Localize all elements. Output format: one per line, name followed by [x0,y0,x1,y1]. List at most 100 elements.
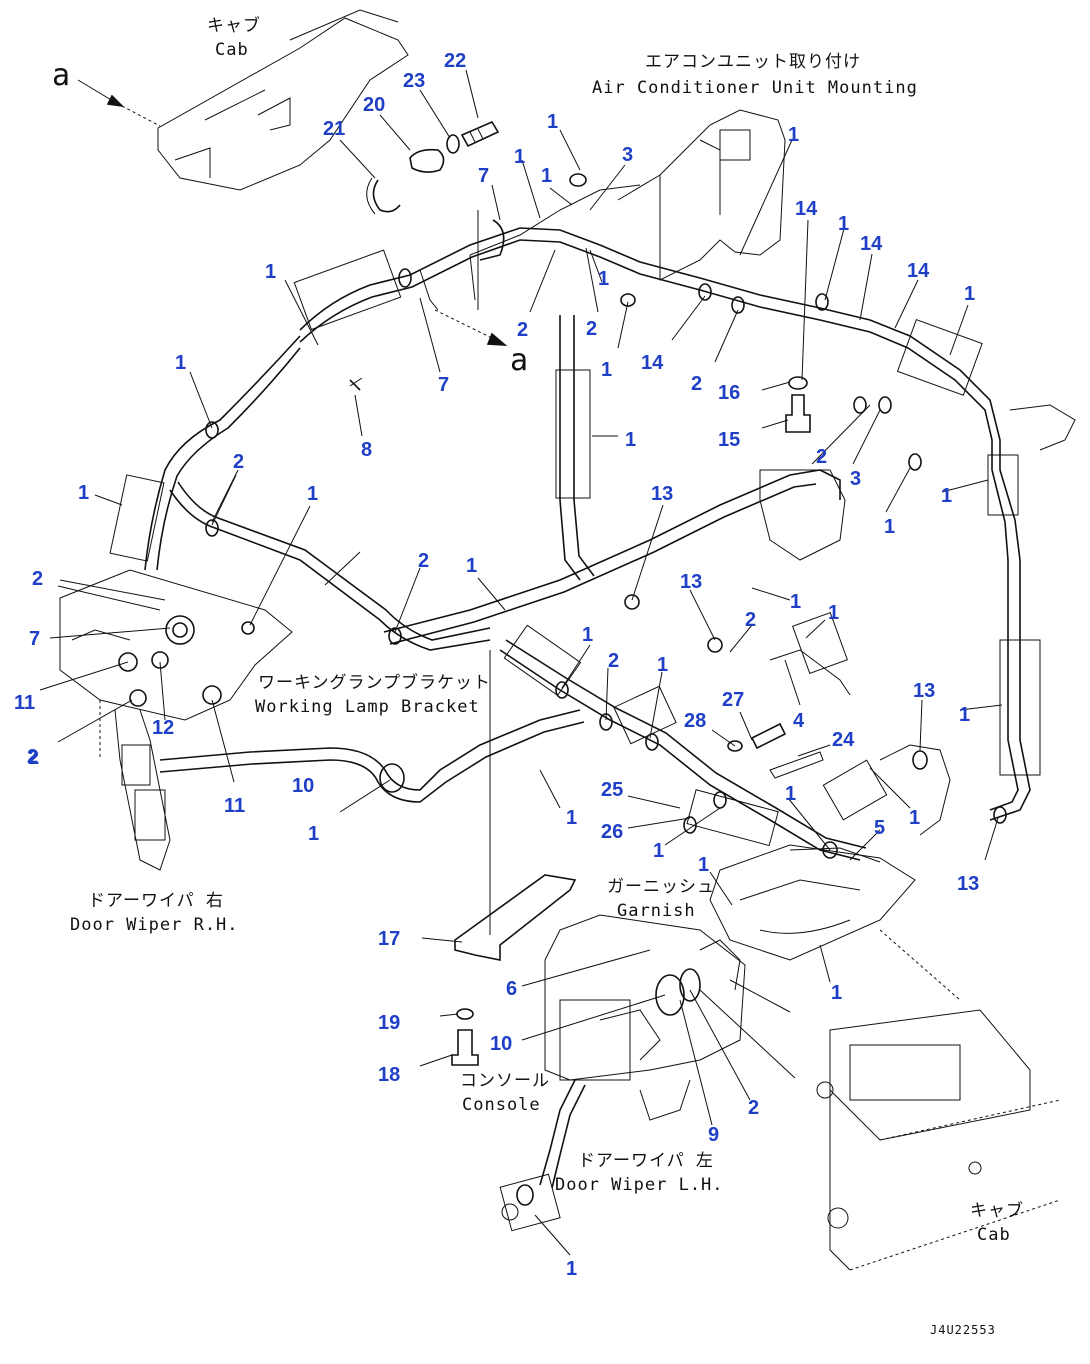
part-callout[interactable]: 13 [957,873,979,895]
part-callout[interactable]: 14 [860,233,883,255]
part-callout[interactable]: 2 [418,550,429,572]
garnish-plate [709,844,916,961]
label-console-jp: コンソール [460,1071,550,1091]
part-callout[interactable]: 7 [478,165,489,187]
part-callout[interactable]: 1 [566,807,577,829]
part-callout[interactable]: 6 [506,978,517,1000]
part-callout[interactable]: 1 [959,704,970,726]
part-callout[interactable]: 4 [793,710,805,732]
part-callout[interactable]: 1 [625,429,636,451]
part-callout[interactable]: 1 [828,602,839,624]
bolt-18-19 [451,1008,479,1066]
part-callout[interactable]: 11 [224,795,245,817]
part-callout[interactable]: 21 [323,118,345,140]
part-callout[interactable]: 1 [831,982,842,1004]
part-callout[interactable]: 2 [745,609,756,631]
part-callout[interactable]: 8 [361,439,372,461]
part-callout[interactable]: 1 [790,591,801,613]
part-callout[interactable]: 9 [708,1124,719,1146]
part-callout[interactable]: 1 [653,840,664,862]
part-callout[interactable]: 22 [444,50,466,72]
part-callout[interactable]: 1 [175,352,186,374]
part-callout[interactable]: 1 [601,359,612,381]
view-arrow-a-top [77,79,161,127]
part-callout[interactable]: 1 [884,516,895,538]
part-callout[interactable]: 10 [490,1033,512,1055]
part-callout[interactable]: 1 [566,1258,577,1280]
part-callout[interactable]: 1 [78,482,89,504]
part-callout[interactable]: 12 [152,717,174,739]
part-callout[interactable]: 1 [941,485,952,507]
part-callout[interactable]: 2 [691,373,702,395]
part-callout[interactable]: 1 [788,124,799,146]
label-cab-top-en: Cab [215,40,249,60]
part-callout[interactable]: 10 [292,775,314,797]
part-callout[interactable]: 1 [307,483,318,505]
part-callout[interactable]: 26 [601,821,623,843]
part-callout[interactable]: 2 [586,318,597,340]
part-callout[interactable]: 11 [14,692,35,714]
part-callout[interactable]: 2 [28,747,39,769]
part-callout[interactable]: 14 [641,352,664,374]
label-working-lamp-bracket-jp: ワーキングランプブラケット [258,672,491,693]
part-callout[interactable]: 3 [850,468,861,490]
part-callout[interactable]: 1 [964,283,975,305]
harness-right-side [822,319,1076,836]
part-callout[interactable]: 7 [29,628,40,650]
part-callout[interactable]: 16 [718,382,740,404]
part-callout[interactable]: 27 [722,689,744,711]
part-callout[interactable]: 2 [748,1097,759,1119]
part-callout[interactable]: 2 [816,446,827,468]
part-callout[interactable]: 25 [601,779,623,801]
part-callout[interactable]: 2 [608,650,619,672]
part-callout[interactable]: 2 [233,451,244,473]
bolt-27-28 [727,722,824,779]
part-callout[interactable]: 1 [514,146,525,168]
part-callout[interactable]: 7 [438,374,449,396]
label-garnish-jp: ガーニッシュ [607,877,715,897]
part-callout[interactable]: 15 [718,429,740,451]
part-callout[interactable]: 20 [363,94,385,116]
part-callout[interactable]: 1 [265,261,276,283]
harness-door-wiper-lh [499,1079,691,1232]
bracket-17 [454,210,577,961]
part-callout[interactable]: 28 [684,710,706,732]
drawing-id: J4U22553 [930,1323,996,1337]
part-callout[interactable]: 1 [541,165,552,187]
part-callout[interactable]: 1 [698,854,709,876]
part-callout[interactable]: 2 [517,319,528,341]
part-callout[interactable]: 1 [598,268,609,290]
part-callout[interactable]: 1 [582,624,593,646]
part-callout[interactable]: 1 [657,654,668,676]
part-callout[interactable]: 13 [913,680,935,702]
label-door-wiper-lh-jp: ドアーワイパ 左 [578,1151,714,1171]
part-callout[interactable]: 14 [907,260,930,282]
part-callout[interactable]: 1 [466,555,477,577]
part-callout[interactable]: 18 [378,1064,400,1086]
part-callout[interactable]: 2 [27,746,38,768]
part-callout[interactable]: 5 [874,817,885,839]
label-garnish-en: Garnish [617,901,696,921]
part-callout[interactable]: 3 [622,144,633,166]
bolt-15-16 [785,376,811,433]
leader-lines [39,69,1003,1256]
part-callout[interactable]: 1 [785,783,796,805]
label-working-lamp-bracket-en: Working Lamp Bracket [255,697,480,717]
part-callout[interactable]: 14 [795,198,818,220]
part-callout[interactable]: 1 [547,111,558,133]
label-door-wiper-rh-jp: ドアーワイパ 右 [88,891,224,911]
part-callout[interactable]: 23 [403,70,425,92]
part-callout[interactable]: 2 [32,568,43,590]
part-callout[interactable]: 24 [832,729,855,751]
view-label-a-top: a [52,58,71,93]
console-body [544,914,746,1081]
part-callout[interactable]: 1 [909,807,920,829]
part-callout[interactable]: 19 [378,1012,400,1034]
part-callout[interactable]: 13 [680,571,702,593]
part-callout[interactable]: 1 [308,823,319,845]
part-callout[interactable]: 1 [838,213,849,235]
part-callout[interactable]: 17 [378,928,400,950]
part-callout[interactable]: 13 [651,483,673,505]
door-wiper-rh [99,700,171,871]
view-arrow-a-mid [434,309,508,346]
